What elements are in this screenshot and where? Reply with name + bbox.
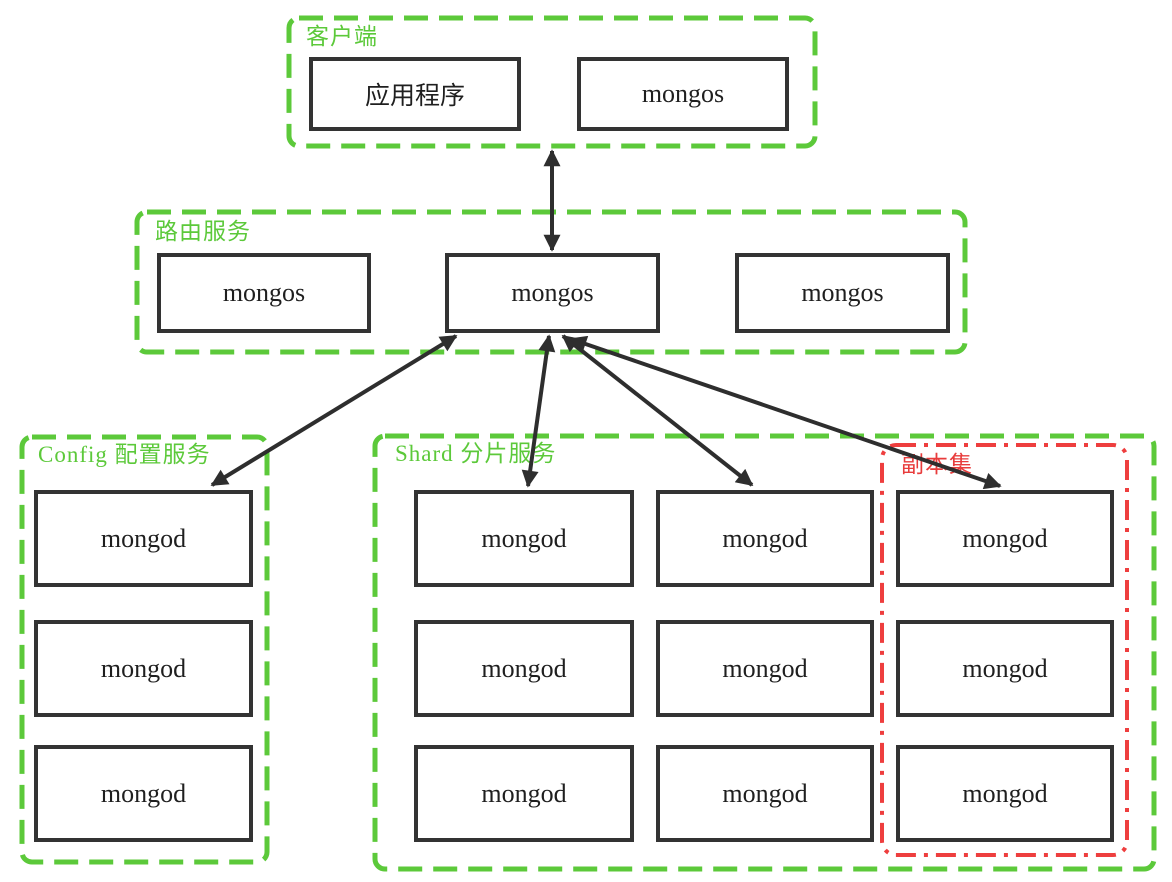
config-mongod-1: mongod [34, 490, 253, 587]
replica-set-label: 副本集 [901, 452, 973, 477]
shard-col2-mongod-2: mongod [656, 620, 874, 717]
routing-mongos-right: mongos [735, 253, 950, 333]
client-group-label: 客户端 [306, 24, 378, 49]
shard-col1-mongod-2: mongod [414, 620, 634, 717]
shard-col3-mongod-3: mongod [896, 745, 1114, 842]
arrow-routing-to-shard2 [561, 334, 754, 487]
shard-col1-mongod-1: mongod [414, 490, 634, 587]
routing-mongos-left: mongos [157, 253, 371, 333]
config-group-label: Config 配置服务 [38, 442, 211, 467]
shard-col3-mongod-2: mongod [896, 620, 1114, 717]
client-mongos-node: mongos [577, 57, 789, 131]
shard-group-label: Shard 分片服务 [395, 441, 557, 466]
shard-col1-mongod-3: mongod [414, 745, 634, 842]
shard-col2-mongod-1: mongod [656, 490, 874, 587]
config-mongod-3: mongod [34, 745, 253, 842]
shard-col3-mongod-1: mongod [896, 490, 1114, 587]
client-app-node: 应用程序 [309, 57, 521, 131]
shard-col2-mongod-3: mongod [656, 745, 874, 842]
routing-mongos-center: mongos [445, 253, 660, 333]
routing-group-label: 路由服务 [155, 219, 251, 244]
config-mongod-2: mongod [34, 620, 253, 717]
